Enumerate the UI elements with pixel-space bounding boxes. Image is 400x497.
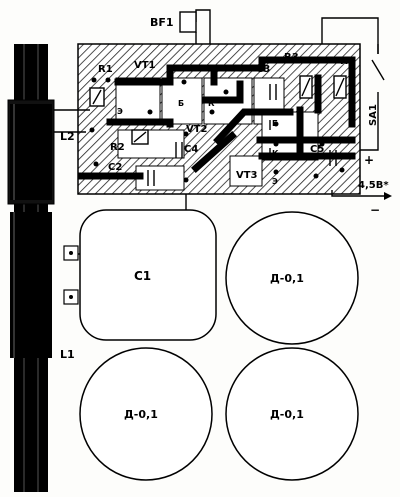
label-c1: C1 — [134, 269, 151, 283]
label-c2: C2 — [108, 162, 122, 173]
label-vt1: VT1 — [134, 60, 156, 71]
capacitor-c1-plate — [63, 209, 217, 341]
battery-cell-2 — [79, 347, 213, 481]
solder-pads — [89, 77, 345, 183]
battery-cell-3 — [225, 347, 359, 481]
battery-label-2: Д-0,1 — [124, 408, 158, 421]
ferrite-rod-l1 — [7, 44, 55, 492]
label-vt2: VT2 — [186, 124, 208, 135]
component-outlines — [89, 75, 347, 186]
label-c3: C3 — [256, 64, 270, 75]
pin-k-vt3: К — [272, 149, 279, 158]
battery-label-3: Д-0,1 — [270, 408, 304, 421]
pin-e-vt1: Э — [117, 107, 123, 116]
pcb-traces — [78, 56, 356, 180]
label-supply-voltage: 4,5B* — [358, 180, 389, 191]
label-plus: + — [364, 153, 374, 167]
label-l1: L1 — [60, 348, 75, 361]
pin-b-vt3: Б — [272, 119, 278, 128]
battery-label-1: Д-0,1 — [270, 272, 304, 285]
label-r3: R3 — [284, 52, 299, 63]
label-c4: C4 — [184, 144, 198, 155]
label-r2: R2 — [110, 142, 125, 153]
label-l2: L2 — [60, 130, 75, 143]
speaker-bf1 — [179, 11, 197, 33]
label-sa1: SA1 — [368, 104, 379, 126]
pin-b-vt1: Б — [178, 99, 184, 108]
label-r4: R4 — [340, 56, 355, 67]
battery-cell-1 — [225, 211, 359, 345]
label-bf1: BF1 — [150, 16, 174, 29]
pin-e-vt3: Э — [272, 177, 278, 186]
label-r1: R1 — [98, 64, 113, 75]
minus-lead-arrow — [384, 192, 392, 200]
label-c5: C5 — [310, 144, 324, 155]
label-minus: − — [370, 203, 380, 217]
label-vt3: VT3 — [236, 170, 258, 181]
pin-k-vt2: К — [208, 99, 215, 108]
